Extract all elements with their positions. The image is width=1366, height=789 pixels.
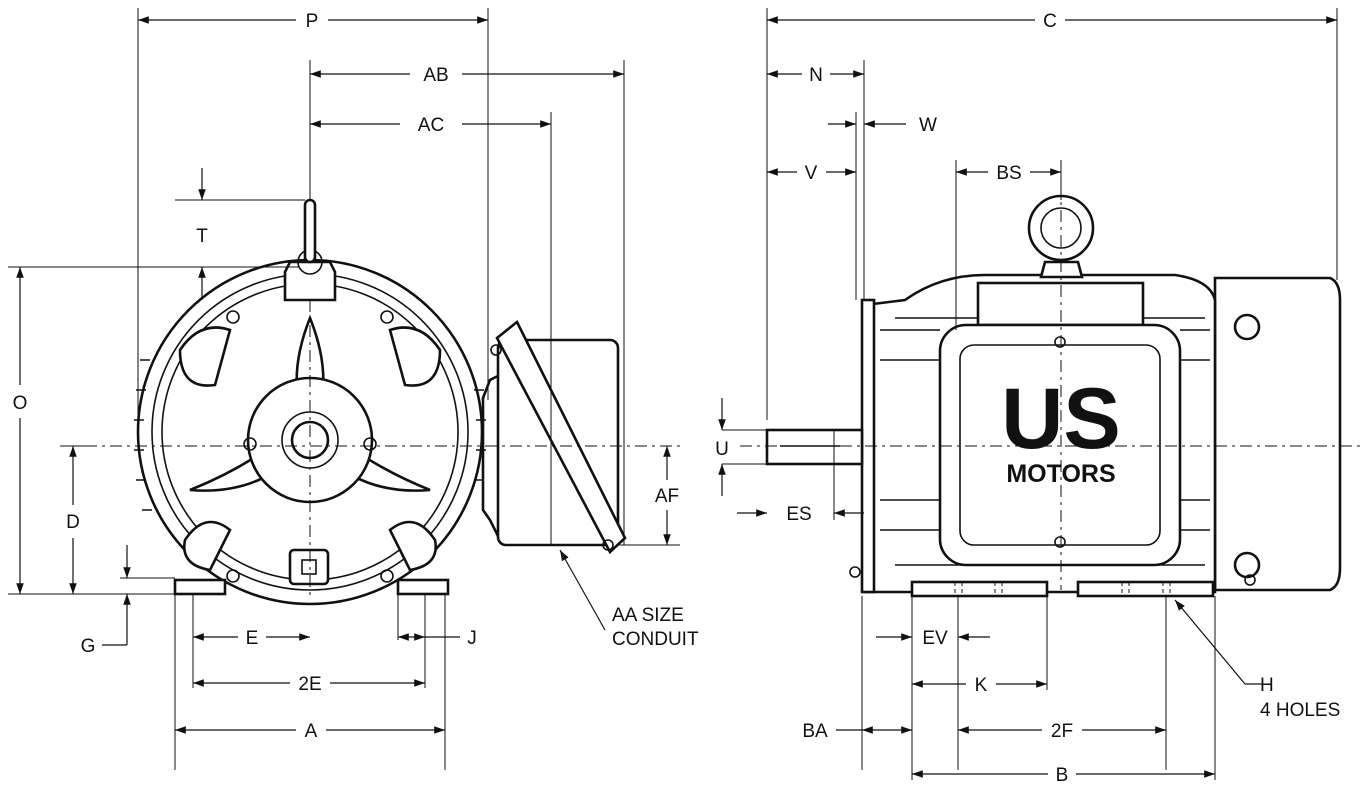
dim-N: N [767, 65, 864, 86]
dim-W: W [828, 115, 937, 136]
label-ES: ES [786, 504, 811, 525]
holes-note-line1: H [1260, 675, 1274, 696]
label-BA: BA [802, 721, 828, 742]
label-C: C [1043, 11, 1057, 32]
label-D: D [66, 512, 80, 533]
holes-note-line2: 4 HOLES [1260, 700, 1340, 721]
dim-EV: EV [876, 628, 990, 649]
label-G: G [81, 636, 96, 657]
dim-U: U [715, 398, 729, 496]
label-W: W [919, 115, 937, 136]
dim-AC: AC [310, 115, 551, 136]
dim-BA: BA [802, 721, 912, 742]
nameplate-outer [938, 323, 1182, 567]
label-T: T [196, 226, 208, 247]
foot-front [910, 580, 1049, 598]
label-AC: AC [418, 115, 444, 136]
conduit-note-line1: AA SIZE [612, 605, 684, 626]
holes-note: H 4 HOLES [1174, 599, 1340, 721]
dim-2F: 2F [958, 721, 1166, 742]
label-E: E [246, 628, 259, 649]
label-2E: 2E [298, 674, 321, 695]
dim-BS: BS [956, 163, 1061, 184]
dim-B: B [912, 765, 1215, 786]
dim-A: A [175, 721, 445, 742]
dim-E: E [193, 628, 310, 649]
dim-G: G [81, 545, 131, 657]
label-U: U [715, 439, 729, 460]
label-V: V [805, 163, 818, 184]
dim-K: K [912, 675, 1047, 696]
label-N: N [809, 65, 823, 86]
side-view: US MOTORS [715, 8, 1360, 786]
label-BS: BS [996, 163, 1021, 184]
dim-P: P [138, 11, 488, 32]
dim-T: T [196, 168, 208, 300]
fan-cover [1213, 276, 1342, 592]
label-AF: AF [655, 486, 679, 507]
dim-C: C [767, 11, 1337, 32]
label-P: P [306, 11, 319, 32]
nameplate-inner [959, 344, 1161, 546]
label-EV: EV [922, 628, 948, 649]
label-B: B [1056, 765, 1069, 786]
label-2F: 2F [1051, 721, 1073, 742]
label-K: K [975, 675, 988, 696]
dim-ES: ES [737, 504, 864, 525]
label-A: A [305, 721, 318, 742]
dim-J: J [398, 628, 477, 649]
foot-rear [1076, 580, 1215, 598]
end-view: P AB AC T O D [8, 8, 699, 770]
label-J: J [467, 628, 477, 649]
conduit-note: AA SIZE CONDUIT [559, 549, 699, 650]
dim-O: O [13, 267, 28, 594]
label-AB: AB [423, 65, 448, 86]
label-O: O [13, 393, 28, 414]
dim-D: D [66, 446, 80, 594]
shaft [765, 428, 864, 466]
dim-AF: AF [655, 446, 679, 545]
dim-V: V [767, 163, 856, 184]
dim-2E: 2E [193, 674, 425, 695]
conduit-box [481, 319, 627, 555]
conduit-note-line2: CONDUIT [612, 629, 699, 650]
dim-AB: AB [310, 65, 624, 86]
